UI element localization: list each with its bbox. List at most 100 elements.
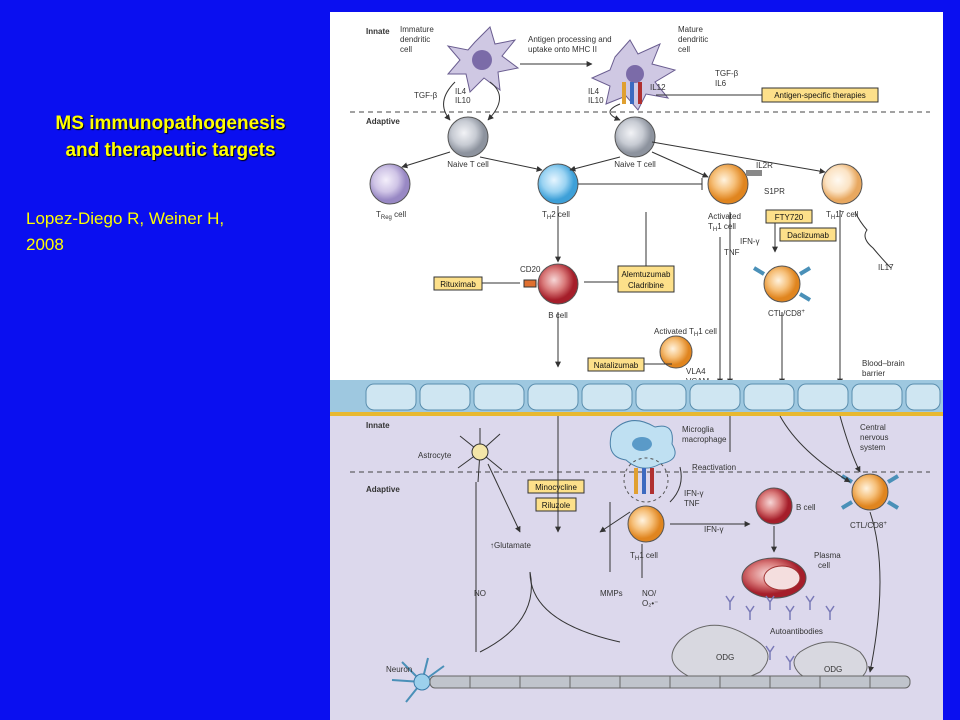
immature-dendritic-cell: [446, 26, 520, 93]
riluzole-box: [535, 497, 577, 512]
alemtuzumab-label: Alemtuzumab: [622, 270, 671, 279]
minocycline-label: Minocycline: [535, 483, 577, 492]
activated-th1-b-label: Activated TH1 cell: [654, 327, 717, 338]
fty720-box: [765, 209, 813, 224]
tgfb-label-1: TGF-β: [414, 91, 438, 100]
plasma-label-2: cell: [818, 561, 830, 570]
cns-label-2: nervous: [860, 433, 888, 442]
cladribine-label: Cladribine: [628, 281, 665, 290]
immature-dc-label-3: cell: [400, 45, 412, 54]
ifng-label-1: IFN-γ: [740, 237, 760, 246]
bbb-label-2: barrier: [862, 369, 885, 378]
naive-t-cell-1-label: Naive T cell: [447, 160, 489, 169]
mature-dc-label-3: cell: [678, 45, 690, 54]
naive-t-cell-1: [447, 116, 489, 158]
tnf-label-1: TNF: [724, 248, 740, 257]
fty720-label: FTY720: [775, 213, 804, 222]
rituximab-label: Rituximab: [440, 280, 476, 289]
microglia-label-1: Microglia: [682, 425, 715, 434]
odg-label-1: ODG: [716, 653, 734, 662]
plasma-cell: [741, 557, 807, 599]
ctl-cell-1: [763, 265, 801, 303]
il12-label: IL12: [650, 83, 666, 92]
th2-cell: [537, 163, 579, 205]
citation-line-2: 2008: [26, 235, 64, 254]
il2r-receptor: [746, 170, 762, 176]
slide-title-line-2: and therapeutic targets: [65, 140, 276, 161]
slide-title: MS immunopathogenesis and therapeutic ta…: [18, 110, 323, 164]
no-o2-label-2: O₂•⁻: [642, 599, 658, 608]
plasma-label-1: Plasma: [814, 551, 841, 560]
riluzole-label: Riluzole: [542, 501, 571, 510]
innate-bottom-label: Innate: [366, 421, 390, 430]
top-arrows: [401, 81, 843, 385]
b-cell-2-label: B cell: [796, 503, 816, 512]
il17-squiggle: [854, 211, 892, 269]
il2r-label: IL2R: [756, 161, 773, 170]
ctl-1-receptors: [752, 266, 812, 302]
bbb-label-1: Blood–brain: [862, 359, 905, 368]
blood-brain-barrier: [330, 380, 943, 416]
no-o2-label-1: NO/: [642, 589, 657, 598]
il17-label: IL17: [878, 263, 894, 272]
mature-dc-label-1: Mature: [678, 25, 703, 34]
cd20-receptor: [523, 279, 537, 288]
mature-dendritic-cell: [590, 39, 677, 111]
naive-t-cell-2-label: Naive T cell: [614, 160, 656, 169]
neuron: [391, 657, 445, 703]
il10-label-2: IL10: [588, 96, 604, 105]
cns-label-3: system: [860, 443, 886, 452]
il10-label-1: IL10: [455, 96, 471, 105]
activated-th1-label-1: Activated: [708, 212, 741, 221]
b-cell-1: [537, 263, 579, 305]
th17-label: TH17 cell: [826, 210, 859, 221]
naive-t-cell-2: [614, 116, 656, 158]
slide-citation: Lopez-Diego R, Weiner H, 2008: [26, 206, 316, 258]
alemtuzumab-cladribine-box: [617, 265, 675, 293]
microglia-label-2: macrophage: [682, 435, 727, 444]
ifng-label-2: IFN-γ: [684, 489, 704, 498]
citation-line-1: Lopez-Diego R, Weiner H,: [26, 209, 225, 228]
th1-bottom-label: TH1 cell: [630, 551, 658, 562]
antigen-processing-label-1: Antigen processing and: [528, 35, 612, 44]
odg-cell-1: [671, 624, 769, 684]
microglia-macrophage: [609, 420, 676, 469]
immature-dc-label-1: Immature: [400, 25, 434, 34]
cd20-label: CD20: [520, 265, 541, 274]
b-cell-1-label: B cell: [548, 311, 568, 320]
vla4-label: VLA4: [686, 367, 706, 376]
autoantibodies-label: Autoantibodies: [770, 627, 823, 636]
neuron-label: Neuron: [386, 665, 412, 674]
tnf-label-2: TNF: [684, 499, 700, 508]
il4-label-2: IL4: [588, 87, 600, 96]
th2-label: TH2 cell: [542, 210, 570, 221]
pathway-figure: Innate Adaptive Innate Adaptive Immature…: [330, 12, 943, 720]
pathway-diagram: Innate Adaptive Innate Adaptive Immature…: [330, 25, 943, 720]
reactivation-label: Reactivation: [692, 463, 736, 472]
no-label: NO: [474, 589, 486, 598]
slide-title-line-1: MS immunopathogenesis: [55, 113, 286, 134]
treg-label: TReg cell: [376, 210, 406, 221]
odg-label-2: ODG: [824, 665, 842, 674]
ctl-2-label: CTL/CD8+: [850, 521, 887, 530]
ctl-2-receptors: [840, 474, 900, 510]
s1pr-label: S1PR: [764, 187, 785, 196]
natalizumab-label: Natalizumab: [594, 361, 639, 370]
astrocyte-label: Astrocyte: [418, 451, 452, 460]
il6-label: IL6: [715, 79, 727, 88]
ctl-1-label: CTL/CD8+: [768, 309, 805, 318]
mhc-complex-cns: [623, 457, 669, 503]
mature-dc-label-2: dendritic: [678, 35, 708, 44]
th17-cell: [821, 163, 863, 205]
antigen-specific-therapies-label: Antigen-specific therapies: [774, 91, 866, 100]
th1-cell-bottom: [627, 505, 665, 543]
adaptive-bottom-label: Adaptive: [366, 485, 400, 494]
tgfb-label-2: TGF-β: [715, 69, 739, 78]
innate-top-label: Innate: [366, 27, 390, 36]
il4-label-1: IL4: [455, 87, 467, 96]
treg-cell: [369, 163, 411, 205]
antibody-symbols: [725, 595, 835, 670]
minocycline-box: [527, 479, 585, 494]
activated-th1-cell: [707, 163, 749, 205]
ctl-cell-2: [851, 473, 889, 511]
